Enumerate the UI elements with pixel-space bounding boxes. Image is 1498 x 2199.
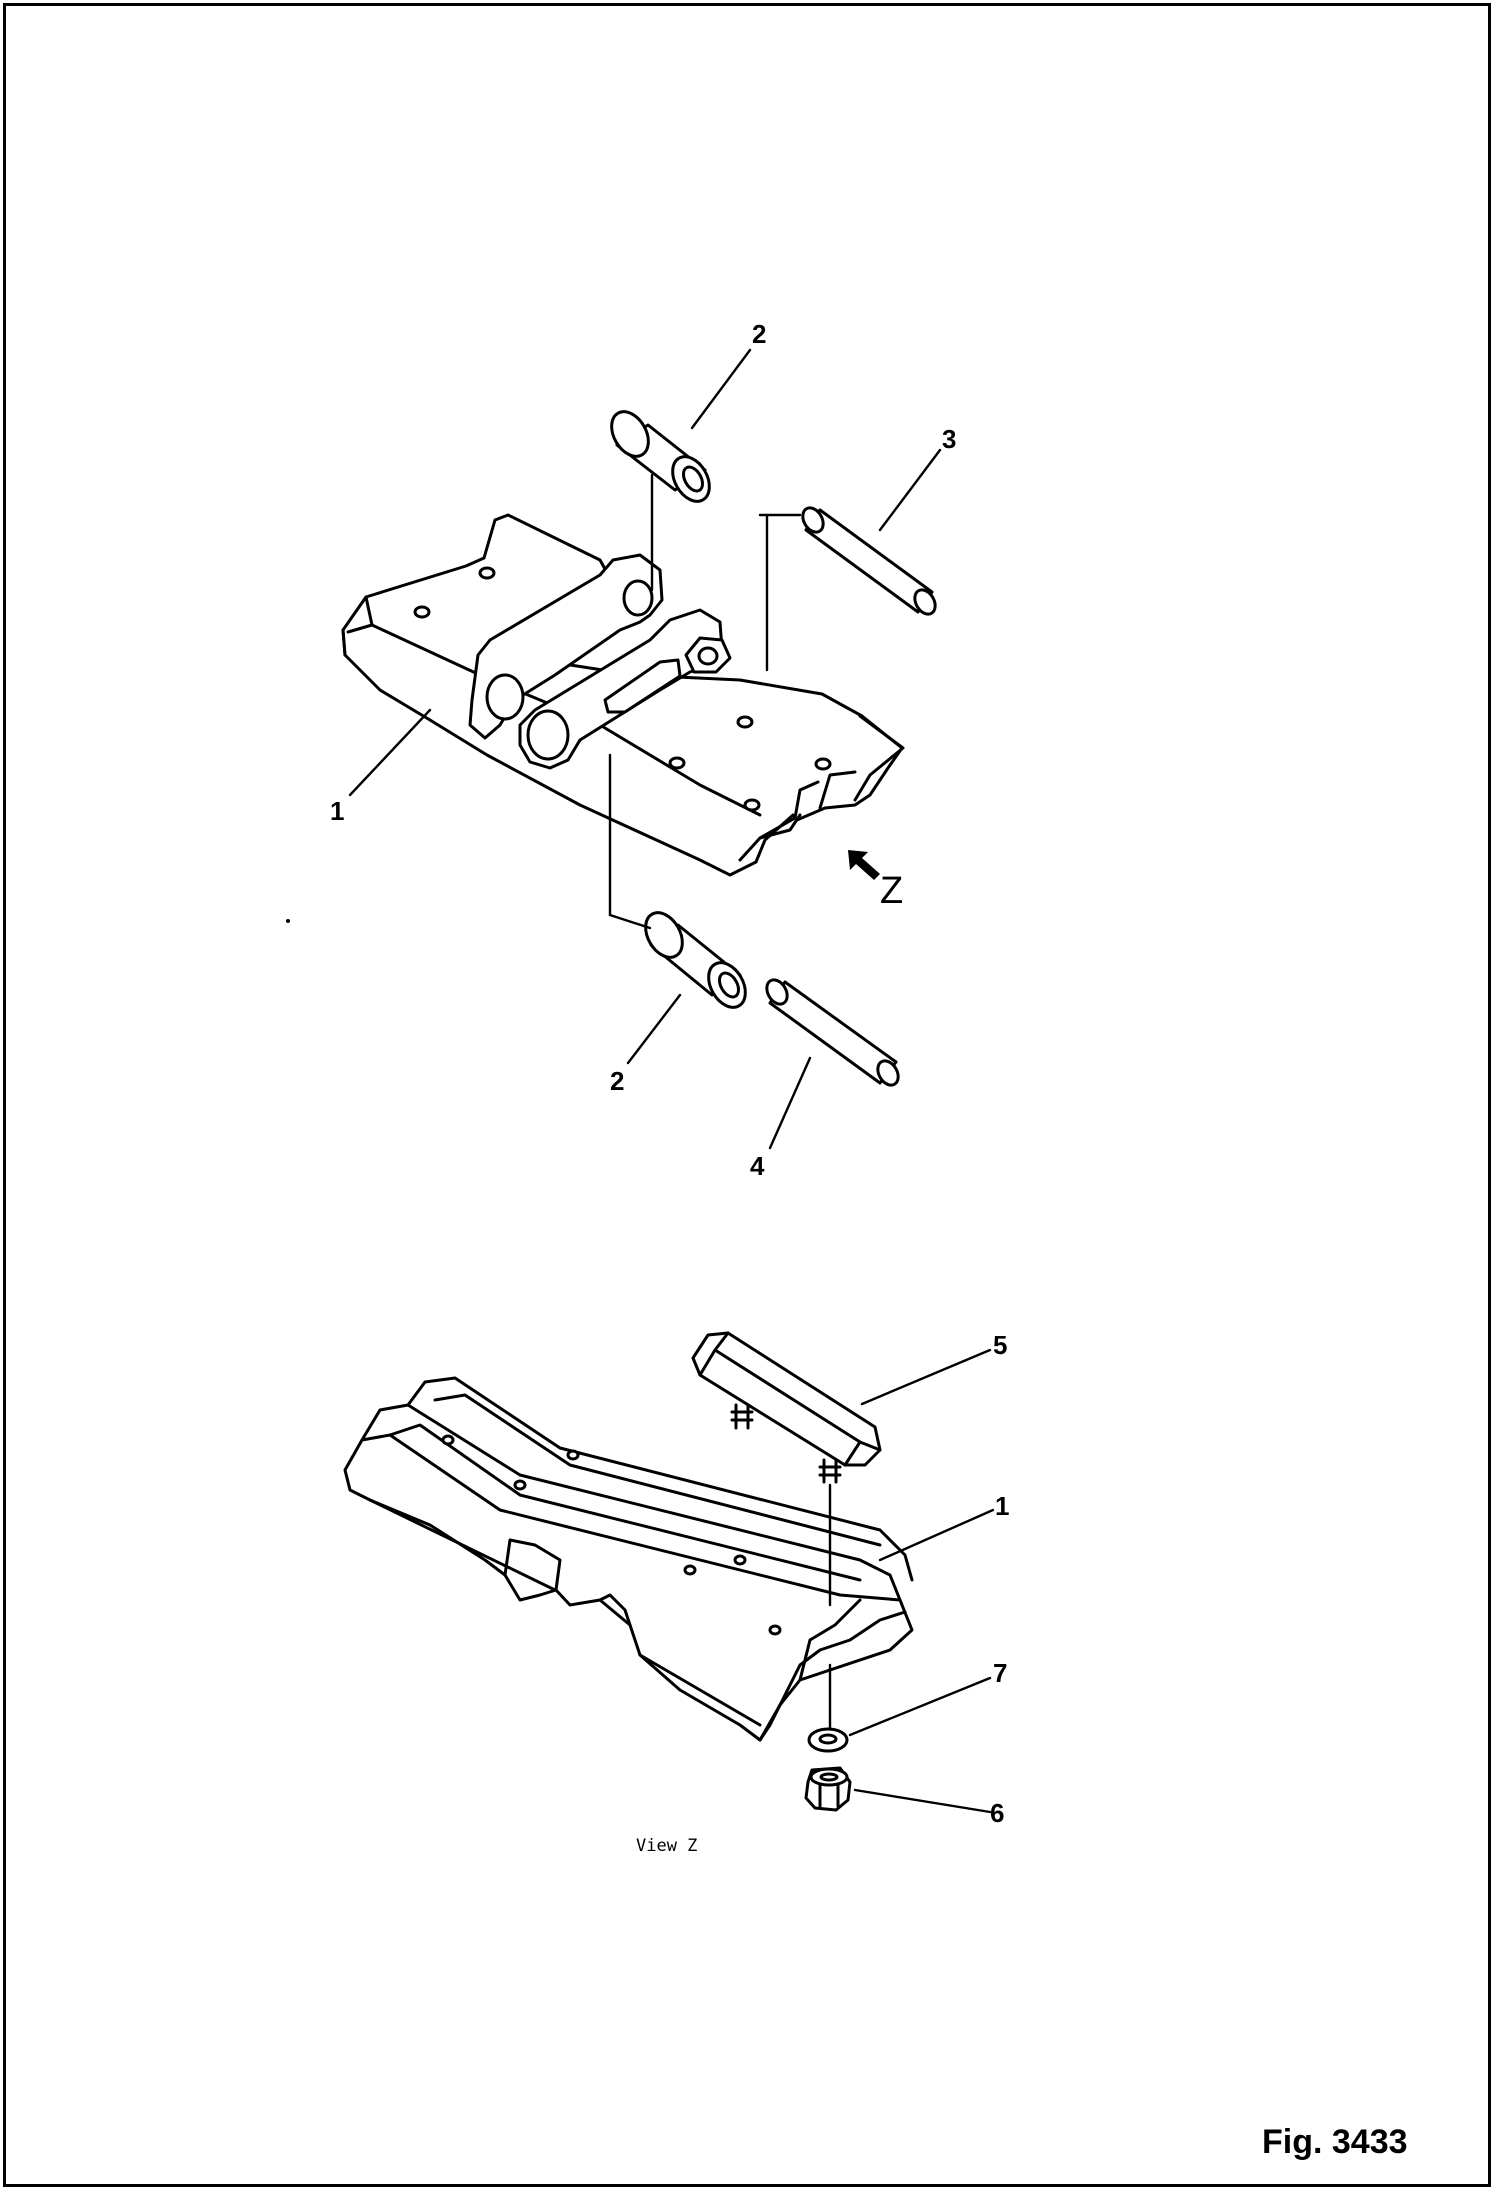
- callout-2-upper: 2: [752, 319, 766, 349]
- callout-7: 7: [993, 1658, 1007, 1688]
- stray-dot: [286, 919, 290, 923]
- link-bore: [526, 709, 570, 761]
- bolt-hole: [478, 566, 496, 580]
- view-z-arrow: Z: [848, 850, 903, 912]
- leader-line: [626, 993, 682, 1065]
- bolt-hole: [566, 1449, 580, 1461]
- callout-1-bottom: 1: [995, 1491, 1009, 1521]
- bolt-hole: [413, 605, 431, 619]
- rubber-pad: [691, 1331, 882, 1484]
- bolt-hole: [513, 1479, 527, 1491]
- link-slot: [603, 658, 682, 714]
- guide-line: [758, 513, 802, 672]
- callout-4: 4: [750, 1151, 765, 1181]
- callout-5: 5: [993, 1330, 1007, 1360]
- bushing-upper: [610, 410, 711, 503]
- page-border: [3, 3, 1491, 2187]
- track-shoe-link-assembly: [341, 513, 905, 877]
- bushing-lower: [644, 911, 747, 1009]
- pin: [765, 978, 900, 1087]
- leader-line: [848, 1676, 992, 1737]
- leader-line: [878, 1508, 995, 1562]
- leader-line: [768, 1056, 812, 1150]
- callout-3: 3: [942, 424, 956, 454]
- washer: [807, 1727, 849, 1753]
- figure-label: Fig. 3433: [1262, 2123, 1408, 2161]
- leader-line: [878, 448, 942, 532]
- bolt-hole: [814, 757, 832, 771]
- view-z-caption: View Z: [636, 1836, 697, 1856]
- master-pin: [801, 506, 937, 616]
- bolt-hole: [733, 1554, 747, 1566]
- callout-1-top: 1: [330, 796, 344, 826]
- track-shoe-view-z: [343, 1376, 914, 1742]
- link-bore: [622, 579, 654, 617]
- leader-line: [853, 1788, 992, 1814]
- bolt-hole: [683, 1564, 697, 1576]
- bolt-hole: [736, 715, 754, 729]
- callout-2-lower: 2: [610, 1066, 624, 1096]
- nut: [804, 1766, 852, 1812]
- bolt-hole: [768, 1624, 782, 1636]
- bolt-hole: [668, 756, 686, 770]
- leader-line: [690, 348, 752, 430]
- leader-line: [348, 708, 432, 797]
- bolt-hole: [441, 1434, 455, 1446]
- view-z-marker: Z: [880, 870, 903, 912]
- leader-line: [860, 1348, 992, 1406]
- link-bore: [485, 673, 525, 721]
- bolt-hole: [743, 798, 761, 812]
- guide-line: [608, 753, 652, 930]
- callout-6: 6: [990, 1798, 1004, 1828]
